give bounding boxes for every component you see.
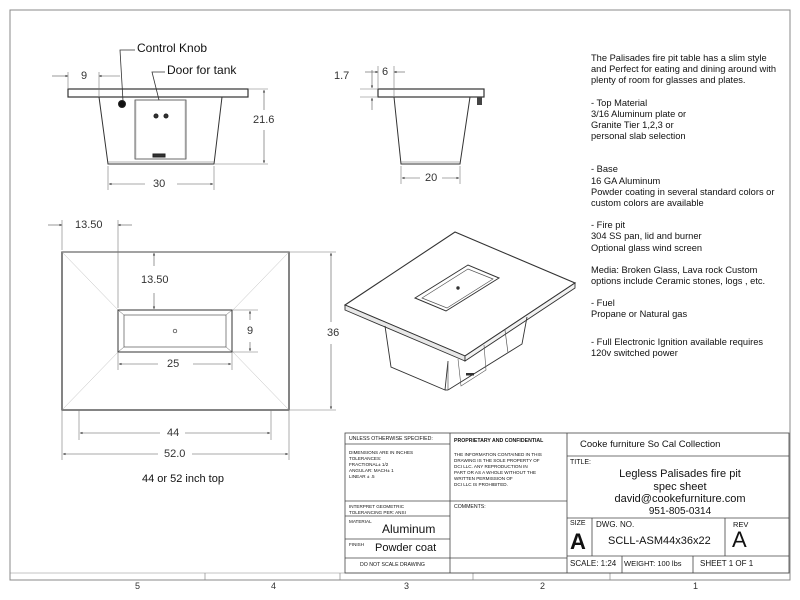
tb-dims-line: DIMENSIONS ARE IN INCHES	[349, 450, 414, 455]
tb-material-value: Aluminum	[382, 522, 436, 536]
top-view	[48, 220, 336, 460]
tb-scale: SCALE: 1:24	[570, 559, 617, 568]
note-fuel-line: Propane or Natural gas	[591, 309, 688, 320]
tb-dwg-number: SCLL-ASM44x36x22	[608, 535, 711, 547]
dim-table-width-52: 52.0	[163, 448, 187, 460]
dim-top-inner-offset: 13.50	[140, 274, 170, 286]
zone-label: 3	[404, 581, 410, 591]
title-block-lines	[344, 432, 790, 574]
note-top-line: personal slab selection	[591, 131, 686, 142]
note-fuel-heading: - Fuel	[591, 298, 615, 309]
tb-company: Cooke furniture So Cal Collection	[580, 439, 721, 450]
note-firepit-line: 304 SS pan, lid and burner	[591, 231, 702, 242]
tb-proprietary-heading: PROPRIETARY AND CONFIDENTIAL	[454, 438, 544, 444]
note-base-line: Powder coating in several standard color…	[591, 186, 775, 209]
dim-pan-depth: 9	[246, 325, 255, 337]
tb-title-line: 951-805-0314	[648, 505, 712, 517]
dim-top-offset: 13.50	[74, 219, 104, 231]
tb-rev-label: REV	[733, 520, 749, 529]
tb-title-line: spec sheet	[653, 480, 707, 493]
tb-weight: WEIGHT: 100 lbs	[624, 559, 682, 568]
dim-front-9: 9	[80, 70, 89, 82]
dim-side-base-depth: 20	[424, 172, 439, 184]
tb-title-label: TITLE:	[570, 459, 592, 466]
door-for-tank-callout: Door for tank	[167, 63, 237, 77]
tb-rev-value: A	[732, 527, 747, 552]
note-base-line: 16 GA Aluminum	[591, 175, 661, 186]
note-top-heading: - Top Material	[591, 97, 648, 108]
dim-table-width-44: 44	[166, 427, 181, 439]
zone-label: 1	[693, 581, 699, 591]
zone-label: 2	[540, 581, 546, 591]
tb-proprietary-line: WRITTEN PERMISSION OF	[454, 476, 513, 481]
dim-table-depth: 36	[326, 327, 341, 339]
dim-side-overhang: 6	[381, 66, 390, 78]
tb-do-not-scale: DO NOT SCALE DRAWING	[360, 562, 425, 568]
tb-dims-line: LINEAR ± .5	[349, 474, 375, 479]
tb-size-label: SIZE	[570, 520, 586, 527]
tb-finish-value: Powder coat	[375, 542, 437, 554]
dim-side-top-thickness: 1.7	[333, 70, 351, 82]
dim-pan-length: 25	[166, 358, 181, 370]
tb-title-line: Legless Palisades fire pit	[619, 468, 741, 480]
side-view	[360, 66, 485, 184]
isometric-view	[343, 231, 577, 391]
top-size-caption: 44 or 52 inch top	[142, 473, 224, 485]
tb-proprietary-line: DRAWING IS THE SOLE PROPERTY OF	[454, 458, 540, 463]
tb-sheet: SHEET 1 OF 1	[700, 559, 754, 568]
tb-proprietary-line: DCI LLC. ANY REPRODUCTION IN	[454, 464, 528, 469]
note-firepit-heading: - Fire pit	[591, 220, 626, 231]
control-knob-callout: Control Knob	[137, 41, 208, 55]
tb-dims-line: ANGULAR: MACH± 1	[349, 468, 394, 473]
tb-interpret-line: TOLERANCING PER: ANSI	[349, 510, 406, 515]
zone-label: 5	[135, 581, 141, 591]
tb-dims-line: FRACTIONAL± 1/2	[349, 462, 389, 467]
tb-proprietary-line: DCI LLC IS PROHIBITED.	[454, 482, 508, 487]
front-view	[52, 49, 268, 190]
tb-interpret-line: INTERPRET GEOMETRIC	[349, 504, 405, 509]
spec-notes: The Palisades fire pit table has a slim …	[591, 53, 781, 359]
dim-front-height: 21.6	[252, 114, 276, 126]
tb-unless-specified: UNLESS OTHERWISE SPECIFIED:	[349, 436, 433, 442]
note-intro: The Palisades fire pit table has a slim …	[591, 53, 777, 86]
tb-dims-line: TOLERANCES:	[349, 456, 382, 461]
note-media: Media: Broken Glass, Lava rock Custom op…	[591, 264, 766, 287]
tb-material-label: MATERIAL	[349, 519, 372, 524]
note-ignition: - Full Electronic Ignition available req…	[591, 336, 764, 358]
note-firepit-line: Optional glass wind screen	[591, 242, 703, 253]
tb-size-value: A	[570, 529, 586, 554]
tb-title-line: david@cookefurniture.com	[614, 493, 746, 505]
tb-proprietary-line: PART OR AS A WHOLE WITHOUT THE	[454, 470, 537, 475]
note-base-heading: - Base	[591, 164, 618, 175]
dim-front-base-width: 30	[152, 178, 167, 190]
tb-proprietary-line: THE INFORMATION CONTAINED IN THIS	[454, 452, 542, 457]
zone-label: 4	[271, 581, 277, 591]
note-top-line: Granite Tier 1,2,3 or	[591, 120, 674, 131]
note-top-line: 3/16 Aluminum plate or	[591, 108, 687, 119]
tb-dwg-label: DWG. NO.	[596, 520, 635, 529]
tb-finish-label: FINISH	[349, 542, 365, 547]
tb-comments: COMMENTS:	[454, 504, 486, 510]
tb-title: Legless Palisades fire pit spec sheet da…	[580, 468, 780, 518]
